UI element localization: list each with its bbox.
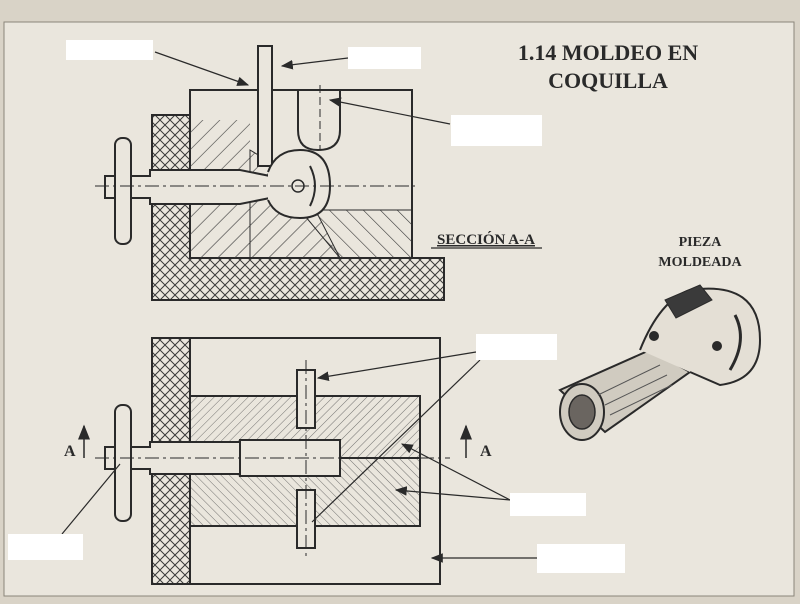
- answer-box-top-center[interactable]: [348, 47, 421, 69]
- answer-box-right-lower[interactable]: [510, 493, 586, 516]
- answer-box-right-upper[interactable]: [451, 115, 542, 146]
- molded-piece-illustration: [558, 284, 762, 441]
- answer-box-top-left[interactable]: [66, 40, 153, 60]
- plan-view-drawing: [78, 337, 472, 585]
- section-marker-right: A: [480, 443, 492, 460]
- section-label: SECCIÓN A-A: [437, 231, 535, 248]
- section-a-a-drawing: [95, 45, 445, 301]
- section-marker-left: A: [64, 443, 76, 460]
- answer-box-right-middle[interactable]: [476, 334, 557, 360]
- sprue: [257, 45, 273, 167]
- piece-label: PIEZA: [679, 235, 723, 250]
- page-title-line2: COQUILLA: [548, 68, 668, 93]
- answer-box-bottom-left[interactable]: [8, 534, 83, 560]
- answer-box-bottom-right[interactable]: [537, 544, 625, 573]
- leader-lines: [61, 51, 537, 563]
- page-title: 1.14 MOLDEO EN: [518, 40, 698, 65]
- piece-label-line2: MOLDEADA: [658, 255, 742, 270]
- handle: [114, 137, 132, 245]
